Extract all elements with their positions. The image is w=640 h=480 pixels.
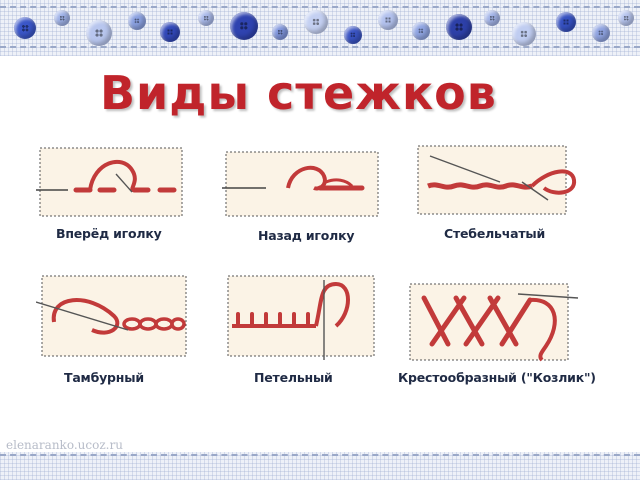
button-icon <box>344 26 362 44</box>
button-icon <box>160 22 180 42</box>
stitch-panel: Вперёд иголку Назад иголку Стебельчатый <box>36 142 606 396</box>
stitch-label-back: Назад иголку <box>258 228 355 243</box>
stitch-label-forward: Вперёд иголку <box>56 226 162 241</box>
button-icon <box>446 14 472 40</box>
button-icon <box>618 10 634 26</box>
button-icon <box>54 10 70 26</box>
stitch-label-stem: Стебельчатый <box>444 226 546 241</box>
stitch-line <box>0 6 640 8</box>
stitch-illustration-back <box>222 148 382 220</box>
stitch-illustration-buttonhole <box>224 270 380 360</box>
stitch-illustration-stem <box>414 142 584 218</box>
page-title: Виды стежков <box>100 66 497 120</box>
stitch-line <box>0 46 640 48</box>
button-icon <box>128 12 146 30</box>
stitch-label-buttonhole: Петельный <box>254 370 333 385</box>
top-decor-strip <box>0 0 640 56</box>
button-icon <box>556 12 576 32</box>
button-icon <box>86 20 112 46</box>
button-icon <box>378 10 398 30</box>
stitch-illustration-chain <box>36 272 192 360</box>
button-icon <box>230 12 258 40</box>
stitch-label-cross: Крестообразный ("Козлик") <box>398 370 596 385</box>
stitch-line <box>0 454 640 456</box>
stitch-illustration-cross <box>406 280 582 364</box>
stitch-illustration-forward <box>36 144 186 220</box>
button-icon <box>272 24 288 40</box>
button-icon <box>592 24 610 42</box>
bottom-decor-strip <box>0 452 640 480</box>
button-icon <box>484 10 500 26</box>
button-icon <box>14 17 36 39</box>
button-icon <box>512 22 536 46</box>
button-icon <box>304 10 328 34</box>
button-icon <box>412 22 430 40</box>
button-icon <box>198 10 214 26</box>
stitch-label-chain: Тамбурный <box>64 370 144 385</box>
watermark: elenaranko.ucoz.ru <box>6 438 123 452</box>
